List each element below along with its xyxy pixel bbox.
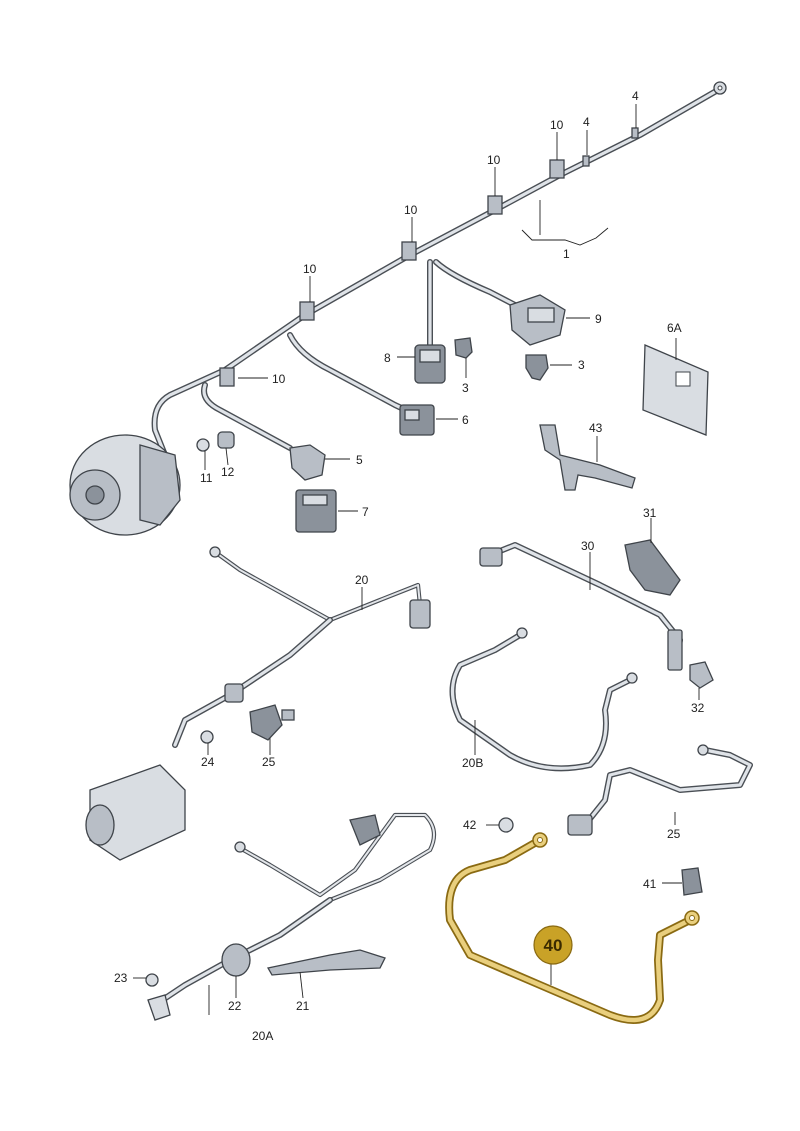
label-11: 11	[200, 471, 213, 485]
label-20A: 20A	[252, 1029, 273, 1043]
label-9: 9	[595, 312, 602, 326]
label-41: 41	[643, 877, 657, 891]
connector-5[interactable]	[289, 444, 326, 481]
connector-8[interactable]	[414, 344, 446, 384]
nut-23[interactable]	[145, 973, 159, 987]
label-22: 22	[228, 999, 242, 1013]
connector-9[interactable]	[509, 294, 566, 346]
label-3: 3	[462, 381, 469, 395]
label-43: 43	[589, 421, 603, 435]
main-wiring-harness[interactable]	[151, 81, 727, 458]
label-10: 10	[487, 153, 501, 167]
label-23: 23	[114, 971, 128, 985]
label-10: 10	[550, 118, 564, 132]
label-7: 7	[362, 505, 369, 519]
cable-holders-10[interactable]	[219, 127, 639, 387]
label-24: 24	[201, 755, 215, 769]
label-21: 21	[296, 999, 310, 1013]
ground-cable-40[interactable]	[445, 832, 700, 1024]
grommet-22[interactable]	[221, 943, 251, 977]
cable-20[interactable]	[172, 546, 431, 748]
cable-30[interactable]	[479, 542, 683, 671]
label-10: 10	[404, 203, 418, 217]
leader-lines	[133, 104, 700, 1015]
cap-41[interactable]	[681, 867, 703, 896]
label-5: 5	[356, 453, 363, 467]
label-12: 12	[221, 465, 235, 479]
cable-20B[interactable]	[449, 627, 638, 772]
cap-32[interactable]	[689, 661, 714, 689]
label-8: 8	[384, 351, 391, 365]
label-25: 25	[262, 755, 276, 769]
grommet-25-left[interactable]	[249, 704, 295, 741]
alternator	[69, 434, 181, 536]
sensor-21[interactable]	[266, 949, 386, 976]
connector-7[interactable]	[295, 489, 337, 533]
label-42: 42	[463, 818, 477, 832]
label-31: 31	[643, 506, 657, 520]
nut-42[interactable]	[498, 817, 514, 833]
bracket-31[interactable]	[624, 539, 681, 596]
label-20B: 20B	[462, 756, 483, 770]
cable-20A[interactable]	[147, 812, 437, 1021]
label-20: 20	[355, 573, 369, 587]
badge-40-label: 40	[544, 936, 563, 955]
label-3: 3	[578, 358, 585, 372]
label-4: 4	[583, 115, 590, 129]
label-32: 32	[691, 701, 705, 715]
starter-motor	[85, 764, 186, 861]
insulation-plate-6A[interactable]	[642, 344, 709, 436]
position-labels: 1 3 3 4 4 5 6 6A 7 8 9 10 10 10 10 10 10…	[114, 89, 705, 1043]
clip-3-left[interactable]	[454, 337, 473, 359]
bracket-43[interactable]	[539, 424, 636, 491]
label-6: 6	[462, 413, 469, 427]
highlight-badge-40[interactable]: 40	[533, 925, 573, 965]
connector-6[interactable]	[399, 404, 435, 436]
label-10: 10	[303, 262, 317, 276]
label-30: 30	[581, 539, 595, 553]
label-6A: 6A	[667, 321, 682, 335]
label-10: 10	[272, 372, 286, 386]
nut-12[interactable]	[217, 431, 235, 449]
label-1: 1	[563, 247, 570, 261]
label-25: 25	[667, 827, 681, 841]
label-4: 4	[632, 89, 639, 103]
cable-25-right[interactable]	[567, 744, 753, 836]
clip-3-right[interactable]	[525, 354, 549, 381]
nut-24[interactable]	[200, 730, 214, 744]
nut-11[interactable]	[196, 438, 210, 452]
